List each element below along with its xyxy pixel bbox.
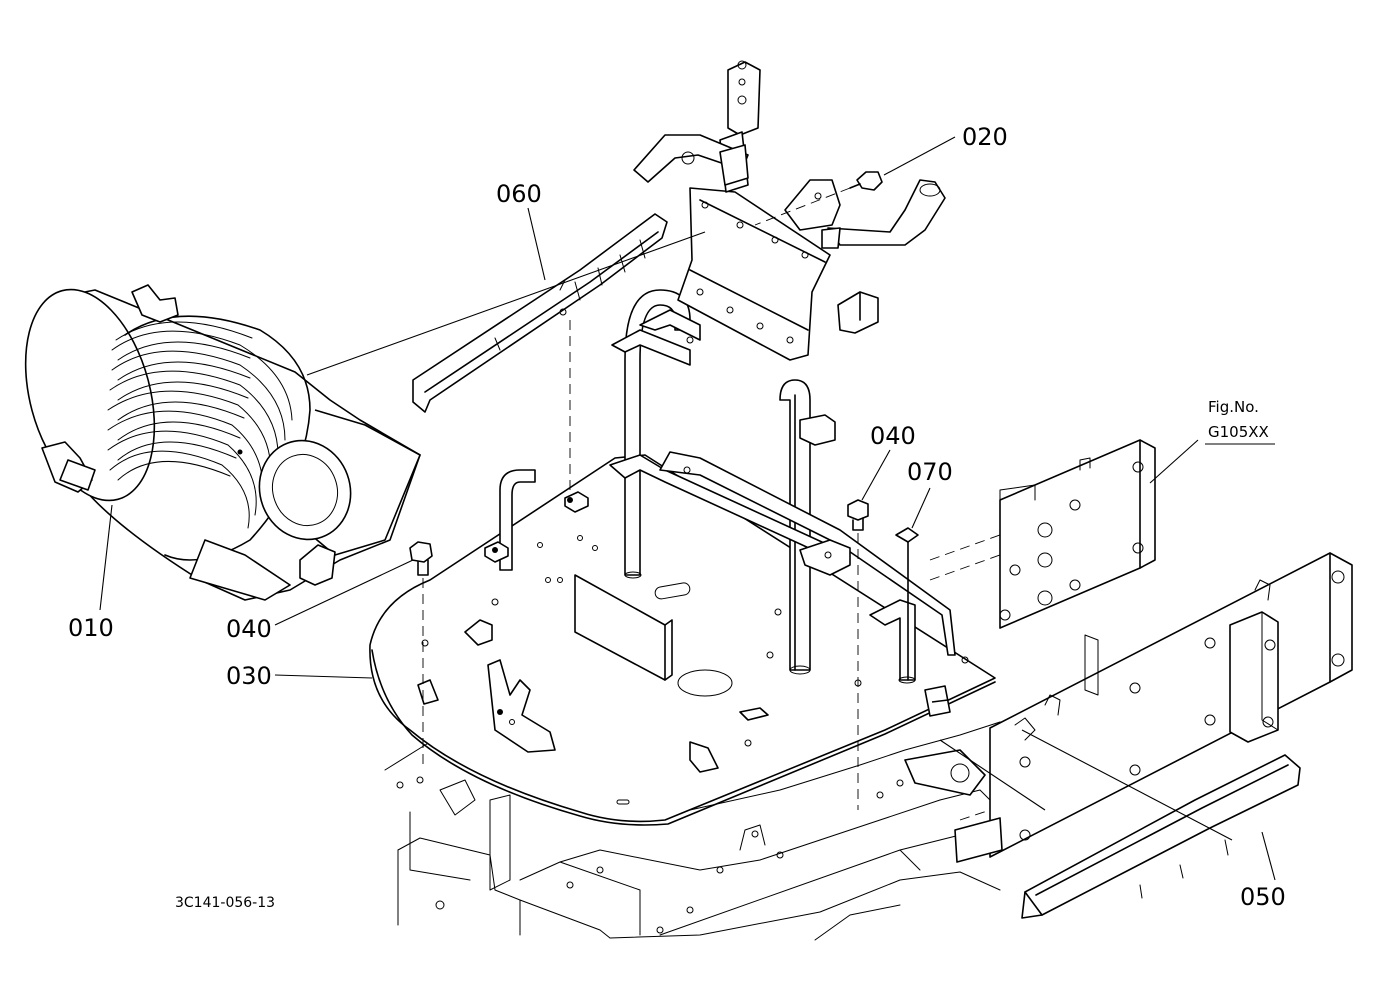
part-010-air-cleaner [24, 284, 421, 601]
leader-lines [99, 136, 1276, 881]
figure-reference: Fig.No. G105XX [1208, 398, 1269, 441]
part-040-bolt-right [847, 499, 869, 810]
callout-050: 050 [1240, 883, 1286, 911]
callout-020: 020 [962, 123, 1008, 151]
base-frame [384, 719, 1061, 941]
seat-support-frame [484, 60, 956, 684]
callout-040-left: 040 [226, 615, 272, 643]
diagram-code: 3C141-056-13 [175, 895, 275, 911]
part-050-bar [1021, 754, 1301, 919]
part-070-pin [895, 527, 919, 681]
frame-rail-upper [929, 439, 1156, 629]
callout-060: 060 [496, 180, 542, 208]
figure-ref-number: G105XX [1208, 423, 1269, 441]
part-020-bolt [754, 171, 883, 226]
part-060-rail [412, 213, 668, 413]
figure-ref-label: Fig.No. [1208, 398, 1259, 416]
callout-030: 030 [226, 662, 272, 690]
callout-010: 010 [68, 614, 114, 642]
part-030-plate [369, 454, 996, 826]
frame-rail-lower [904, 552, 1353, 863]
part-040-bolt-left [409, 541, 433, 770]
callout-070: 070 [907, 458, 953, 486]
callout-labels: 020 060 010 040 030 040 070 050 [68, 123, 1286, 911]
callout-040-right: 040 [870, 422, 916, 450]
